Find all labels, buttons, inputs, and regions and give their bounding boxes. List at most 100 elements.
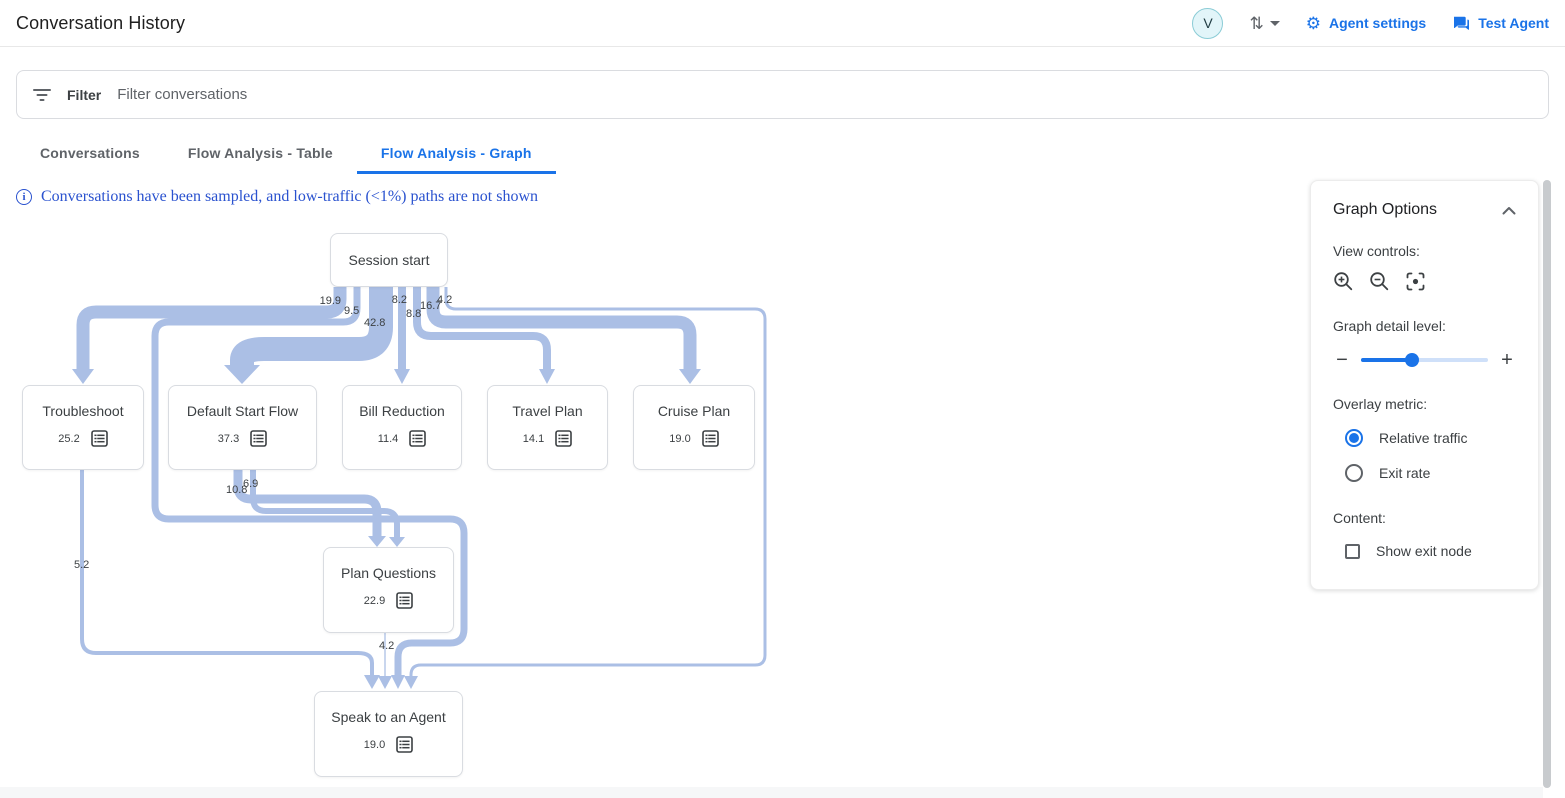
metrics-list-icon[interactable] [701, 430, 719, 447]
node-metric: 19.0 [315, 736, 462, 753]
arrowhead [391, 675, 405, 689]
zoom-out-button[interactable] [1369, 271, 1390, 292]
metrics-list-icon[interactable] [409, 430, 427, 447]
test-agent-button[interactable]: Test Agent [1452, 14, 1549, 32]
agent-settings-button[interactable]: ⚙︎ Agent settings [1306, 15, 1426, 32]
sort-arrows-icon: ⇅ [1249, 13, 1264, 33]
radio-label: Relative traffic [1379, 430, 1468, 446]
node-title: Speak to an Agent [331, 709, 446, 725]
node-travel-plan[interactable]: Travel Plan 14.1 [487, 385, 608, 470]
edge-label: 4.2 [379, 640, 394, 652]
filter-input[interactable]: Filter Filter conversations [16, 70, 1549, 119]
graph-options-title: Graph Options [1333, 201, 1438, 218]
view-controls [1333, 271, 1516, 292]
page-title: Conversation History [16, 12, 186, 33]
vertical-scrollbar[interactable] [1543, 180, 1551, 788]
node-value: 19.0 [363, 738, 386, 751]
node-metric: 25.2 [23, 430, 143, 447]
decrease-detail-button[interactable]: − [1336, 349, 1348, 371]
checkbox-icon [1345, 543, 1360, 559]
edge-session-default-start-flow [230, 287, 393, 366]
header-actions: V ⇅ ⚙︎ Agent settings Test Agent [1192, 7, 1549, 39]
edge-label: 8.8 [406, 308, 421, 320]
node-metric: 14.1 [488, 430, 607, 447]
top-app-bar: Conversation History V ⇅ ⚙︎ Agent settin… [0, 0, 1565, 47]
metrics-list-icon[interactable] [555, 430, 573, 447]
content-label: Content: [1333, 510, 1386, 526]
center-graph-button[interactable] [1405, 271, 1426, 292]
node-metric: 22.9 [324, 592, 453, 609]
node-title: Plan Questions [341, 565, 436, 581]
node-value: 19.0 [669, 432, 691, 445]
arrowhead [389, 537, 405, 547]
edge-session-speak-right [409, 287, 767, 677]
zoom-out-icon [1370, 272, 1389, 291]
node-title: Troubleshoot [42, 403, 124, 419]
detail-level-slider: − + [1333, 350, 1516, 370]
node-metric: 19.0 [634, 430, 754, 447]
agent-settings-label: Agent settings [1328, 15, 1427, 31]
chat-icon [1452, 14, 1470, 32]
avatar[interactable]: V [1192, 7, 1224, 39]
tab-conversations[interactable]: Conversations [40, 144, 140, 161]
edge-label: 16.7 [420, 300, 441, 312]
metrics-list-icon[interactable] [90, 430, 108, 447]
filter-placeholder: Filter conversations [117, 86, 248, 103]
info-icon: i [16, 189, 32, 205]
node-title: Cruise Plan [657, 403, 731, 419]
edge-session-troubleshoot [76, 287, 347, 370]
sort-control[interactable]: ⇅ [1249, 13, 1280, 33]
node-value: 11.4 [377, 432, 399, 445]
zoom-in-icon [1334, 272, 1353, 291]
radio-relative-traffic[interactable]: Relative traffic [1345, 429, 1516, 447]
node-title: Default Start Flow [186, 403, 299, 419]
graph-options-header: Graph Options [1333, 201, 1516, 219]
detail-level-label: Graph detail level: [1333, 318, 1446, 334]
node-cruise-plan[interactable]: Cruise Plan 19.0 [633, 385, 755, 470]
arrowhead [679, 369, 701, 384]
graph-options-panel: Graph Options View controls: Graph detai… [1310, 180, 1539, 590]
metrics-list-icon[interactable] [396, 736, 414, 753]
node-speak-to-an-agent[interactable]: Speak to an Agent 19.0 [314, 691, 463, 777]
node-troubleshoot[interactable]: Troubleshoot 25.2 [22, 385, 144, 470]
edge-label: 42.8 [364, 317, 385, 329]
edge-default-plan-questions-a [233, 470, 382, 537]
center-focus-icon [1406, 272, 1425, 291]
collapse-panel-button[interactable] [1502, 206, 1516, 215]
radio-selected-icon [1345, 429, 1363, 447]
edge-session-travel-plan [413, 287, 551, 370]
metrics-list-icon[interactable] [396, 592, 414, 609]
filter-icon [33, 88, 51, 102]
tab-flow-analysis-graph[interactable]: Flow Analysis - Graph [356, 134, 556, 174]
radio-exit-rate[interactable]: Exit rate [1345, 464, 1516, 482]
overlay-metric-label: Overlay metric: [1333, 396, 1428, 412]
arrowhead [378, 676, 392, 689]
edge-label: 4.2 [437, 294, 452, 306]
node-default-start-flow[interactable]: Default Start Flow 37.3 [168, 385, 317, 470]
node-title: Session start [348, 252, 430, 268]
tab-flow-analysis-table[interactable]: Flow Analysis - Table [187, 144, 333, 161]
slider-track[interactable] [1361, 353, 1488, 367]
metrics-list-icon[interactable] [250, 430, 268, 447]
node-bill-reduction[interactable]: Bill Reduction 11.4 [342, 385, 462, 470]
horizontal-scrollbar-track [0, 787, 1543, 798]
node-plan-questions[interactable]: Plan Questions 22.9 [323, 547, 454, 633]
node-metric: 37.3 [169, 430, 316, 447]
slider-thumb[interactable] [1404, 353, 1419, 367]
checkbox-show-exit-node[interactable]: Show exit node [1345, 543, 1516, 559]
edge-session-cruise-plan [426, 287, 697, 370]
zoom-in-button[interactable] [1333, 271, 1354, 292]
sampling-notice: i Conversations have been sampled, and l… [16, 188, 538, 206]
tab-bar: Conversations Flow Analysis - Table Flow… [16, 134, 556, 174]
increase-detail-button[interactable]: + [1501, 349, 1513, 371]
view-controls-label: View controls: [1333, 243, 1420, 259]
node-title: Bill Reduction [359, 403, 445, 419]
radio-unselected-icon [1345, 464, 1363, 482]
edge-label: 9.5 [344, 305, 359, 317]
node-session-start[interactable]: Session start [330, 233, 448, 287]
arrowhead [224, 365, 260, 384]
arrowhead [539, 369, 555, 384]
checkbox-label: Show exit node [1376, 543, 1472, 559]
